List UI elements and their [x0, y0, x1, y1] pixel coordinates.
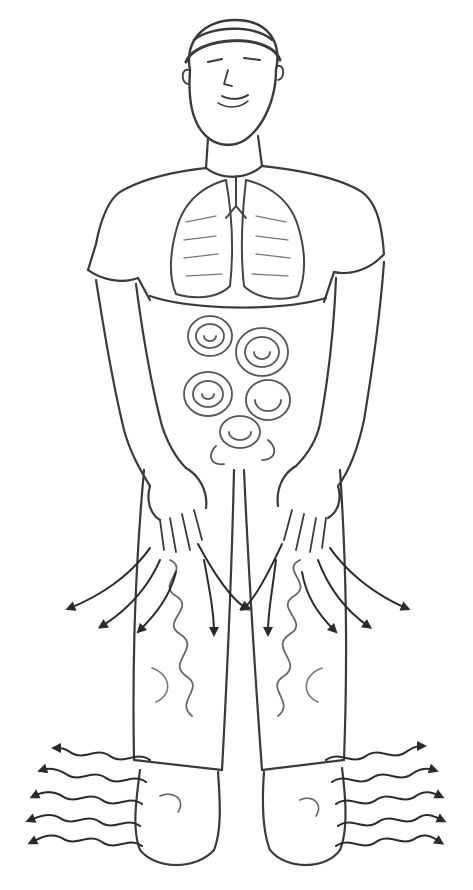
feet [135, 768, 345, 865]
legs-and-trousers [133, 470, 346, 770]
arms-and-hands [96, 262, 384, 552]
lungs [171, 176, 304, 299]
outward-energy-wavy-arrows-feet [30, 746, 442, 846]
head [183, 20, 284, 145]
intestine-coils [184, 316, 290, 464]
shirt-torso [88, 136, 384, 308]
outward-energy-arrows-hips [70, 544, 406, 632]
